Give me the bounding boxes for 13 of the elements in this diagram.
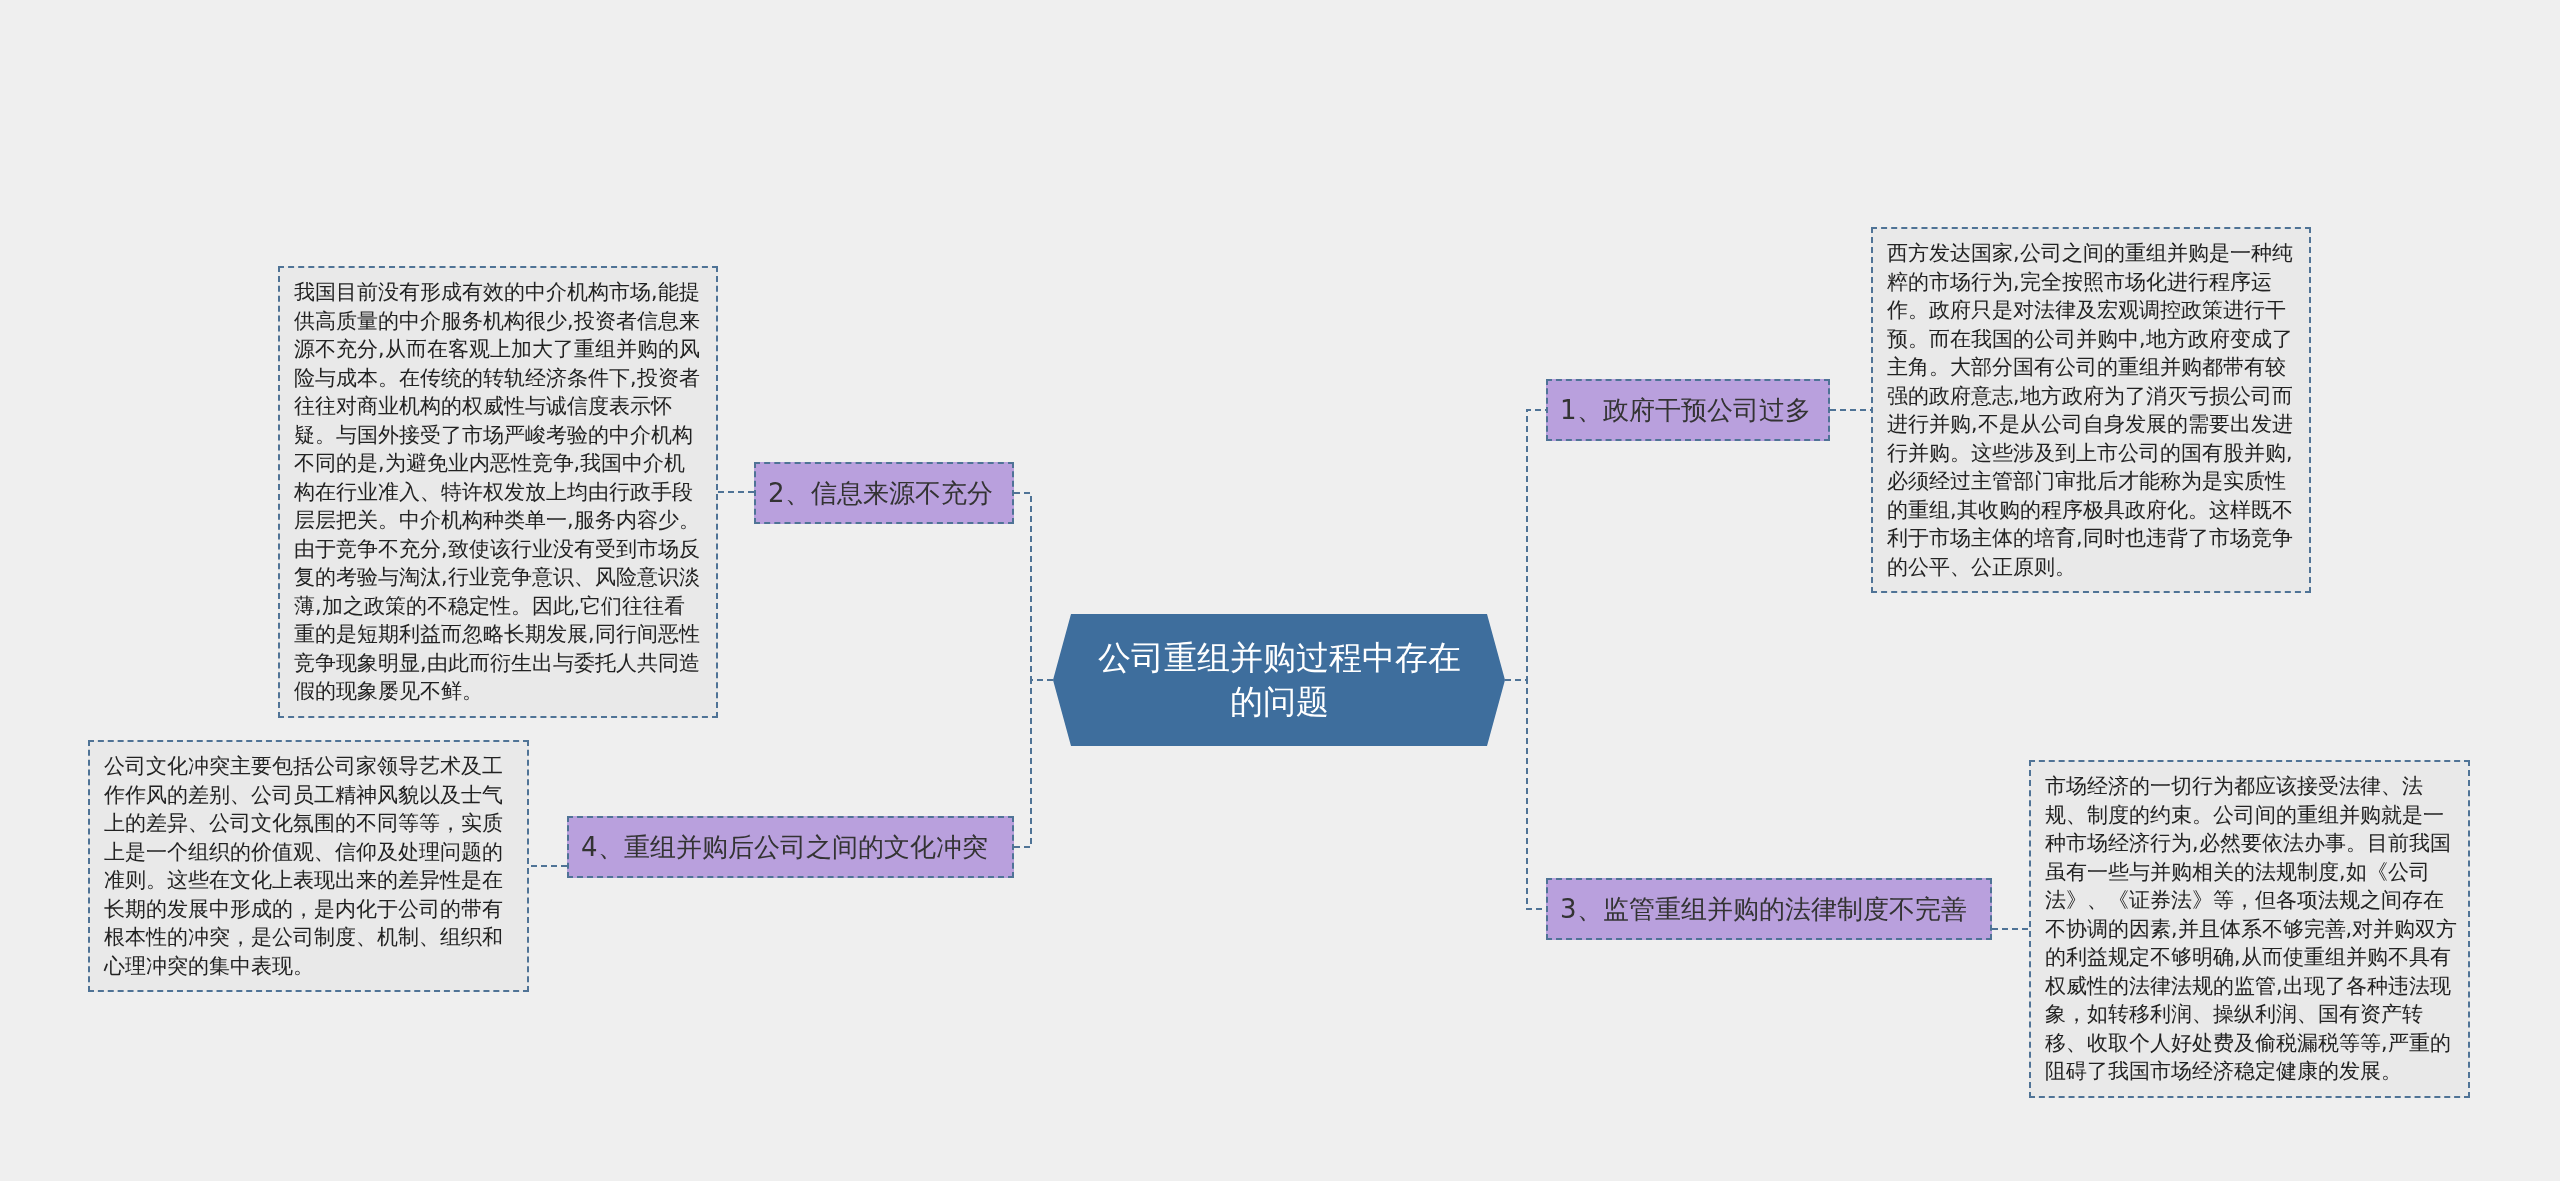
note-box: 公司文化冲突主要包括公司家领导艺术及工作作风的差别、公司员工精神风貌以及士气上的差异、公司文化氛围的不同等等，实质上是一个组织的价值观、信仰及处理问题的准则。这些在文化上表现出来的差异性是在长期的发展中形成的，是内化于公司的带有根本性的冲突，是公司制度、机制、组织和心理冲突的集中表现。 — [88, 740, 529, 992]
note-box: 市场经济的一切行为都应该接受法律、法规、制度的约束。公司间的重组并购就是一种市场经济行为,必然要依法办事。目前我国虽有一些与并购相关的法规制度,如《公司法》、《证券法》等，但各项法规之间存在不协调的因素,并且体系不够完善,对并购双方的利益规定不够明确,从而使重组并购不具有权威性的法律法规的监管,出现了各种违法现象，如转移利润、操纵利润、国有资产转移、收取个人好处费及偷税漏税等等,严重的阻碍了我国市场经济稳定健康的发展。 — [2029, 760, 2470, 1098]
branch-box: 4、重组并购后公司之间的文化冲突 — [567, 816, 1014, 878]
connector — [1013, 679, 1054, 848]
connector — [717, 491, 755, 493]
connector — [528, 865, 568, 867]
note-box: 西方发达国家,公司之间的重组并购是一种纯粹的市场行为,完全按照市场化进行程序运作。政府只是对法律及宏观调控政策进行干预。而在我国的公司并购中,地方政府变成了主角。大部分国有公司的重组并购都带有较强的政府意志,地方政府为了消灭亏损公司而进行并购,不是从公司自身发展的需要出发进行并购。这些涉及到上市公司的国有股并购,必须经过主管部门审批后才能称为是实质性的重组,其收购的程序极具政府化。这样既不利于市场主体的培育,同时也违背了市场竞争的公平、公正原则。 — [1871, 227, 2311, 593]
connector — [1991, 928, 2030, 930]
topic-hexagon: 公司重组并购过程中存在的问题 — [1053, 614, 1505, 746]
branch-box: 2、信息来源不充分 — [754, 462, 1014, 524]
branch-box: 3、监管重组并购的法律制度不完善 — [1546, 878, 1992, 940]
note-box: 我国目前没有形成有效的中介机构市场,能提供高质量的中介服务机构很少,投资者信息来源不充分,从而在客观上加大了重组并购的风险与成本。在传统的转轨经济条件下,投资者往往对商业机构的权威性与诚信度表示怀疑。与国外接受了市场严峻考验的中介机构不同的是,为避免业内恶性竞争,我国中介机构在行业准入、特许权发放上均由行政手段层层把关。中介机构种类单一,服务内容少。由于竞争不充分,致使该行业没有受到市场反复的考验与淘汰,行业竞争意识、风险意识淡薄,加之政策的不稳定性。因此,它们往往看重的是短期利益而忽略长期发展,同行间恶性竞争现象明显,由此而衍生出与委托人共同造假的现象屡见不鲜。 — [278, 266, 718, 718]
branch-box: 1、政府干预公司过多 — [1546, 379, 1830, 441]
